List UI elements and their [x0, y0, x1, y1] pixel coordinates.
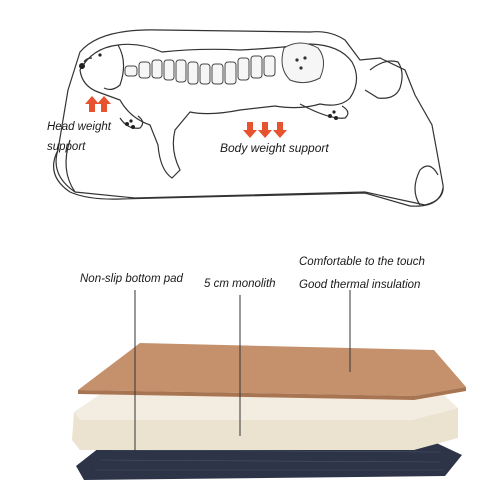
- nonslip-caption: Non-slip bottom pad: [80, 273, 183, 285]
- head-support-line1: Head weight: [47, 121, 111, 133]
- pelvis-dots: [295, 56, 307, 70]
- comfort-caption: Comfortable to the touch Good thermal in…: [299, 251, 425, 297]
- bed-front: [52, 149, 444, 207]
- bed-bolster: [364, 60, 403, 99]
- dog-outline: [79, 43, 358, 179]
- foam-layer-front: [72, 408, 458, 450]
- cover-layer: [78, 343, 466, 396]
- head-support-caption: Head weight support: [47, 117, 111, 157]
- dog-eye: [98, 53, 102, 57]
- cover-layer-edge: [78, 387, 466, 400]
- comfort-line2: Good thermal insulation: [299, 279, 421, 291]
- dog-bed-illustration: [52, 29, 444, 207]
- monolith-caption: 5 cm monolith: [204, 278, 276, 290]
- bed-outline: [55, 29, 444, 206]
- pelvis-bone: [281, 42, 324, 84]
- body-support-arrows: [243, 122, 287, 138]
- comfort-line1: Comfortable to the touch: [299, 256, 425, 268]
- head-support-line2: support: [47, 141, 86, 153]
- head-support-arrows: [85, 96, 111, 112]
- leader-lines: [134, 290, 351, 452]
- body-support-caption: Body weight support: [220, 141, 329, 155]
- spine-skeleton: [124, 42, 324, 85]
- paw-pads: [125, 110, 338, 129]
- dog-nose: [79, 63, 85, 69]
